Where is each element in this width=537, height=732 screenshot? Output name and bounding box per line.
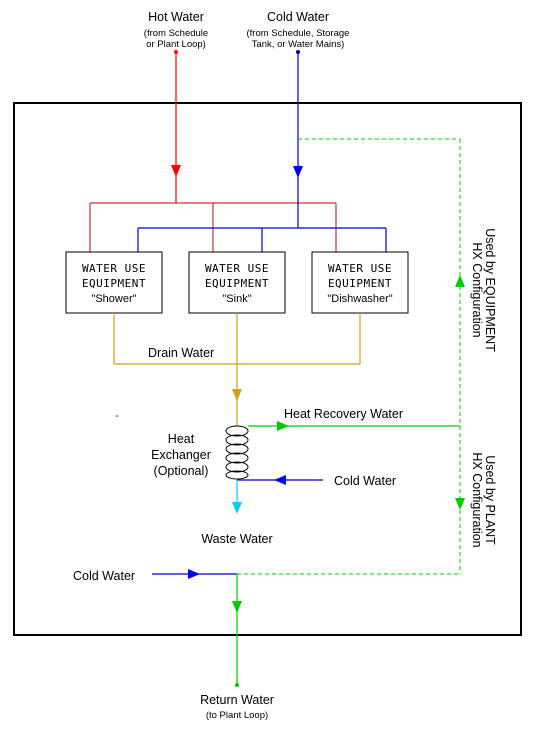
- equipment-hx-arrow-icon: [455, 275, 465, 287]
- drain-water-arrow-icon: [232, 389, 242, 401]
- drain-water-label: Drain Water: [148, 346, 214, 360]
- hot-water-title: Hot Water: [148, 10, 204, 24]
- cold-water-arrow-icon: [293, 166, 303, 178]
- hot-water-source-dot: [174, 50, 178, 54]
- cold-water-piping: [137, 52, 387, 252]
- equipment-hx-label-1: Used by EQUIPMENT: [483, 228, 497, 352]
- equipment-box-sink: [188, 251, 286, 314]
- cold-water-sub1: (from Schedule, Storage: [247, 28, 350, 39]
- waste-water-label: Waste Water: [201, 532, 272, 546]
- stray-dot: [116, 415, 118, 417]
- system-boundary: [13, 102, 522, 636]
- heat-exchanger-label-1: Heat: [168, 432, 195, 446]
- equipment-label-1: WATER USE: [82, 262, 146, 275]
- equipment-label-2: EQUIPMENT: [82, 277, 146, 290]
- return-water-arrow-icon: [232, 601, 242, 613]
- heat-exchanger-label-3: (Optional): [154, 464, 209, 478]
- plant-hx-label-1: Used by PLANT: [483, 455, 497, 545]
- heat-recovery-arrow-icon: [277, 421, 289, 431]
- equipment-label-2: EQUIPMENT: [328, 277, 392, 290]
- hot-water-sub2: or Plant Loop): [146, 39, 206, 50]
- hot-water-piping: [89, 52, 337, 252]
- heat-recovery-water-label: Heat Recovery Water: [284, 407, 403, 421]
- waste-water-arrow-icon: [232, 502, 242, 514]
- heat-exchanger-coil-icon: [225, 425, 249, 480]
- cold-water-title: Cold Water: [267, 10, 329, 24]
- hx-configuration-dashed: [237, 138, 461, 575]
- equipment-name-shower: "Shower": [91, 293, 136, 305]
- equipment-label-1: WATER USE: [205, 262, 269, 275]
- bottom-cold-water-label: Cold Water: [73, 569, 135, 583]
- equipment-name-sink: "Sink": [222, 293, 251, 305]
- cold-water-sub2: Tank, or Water Mains): [252, 39, 345, 50]
- equipment-name-dishwasher: "Dishwasher": [327, 293, 392, 305]
- return-water-dot: [235, 683, 239, 687]
- return-water-label: Return Water: [200, 693, 274, 707]
- equipment-hx-label-2: HX Configuration: [470, 242, 484, 337]
- hot-water-arrow-icon: [171, 165, 181, 177]
- cold-water-source-dot: [296, 50, 300, 54]
- equipment-box-shower: [65, 251, 163, 314]
- equipment-label-1: WATER USE: [328, 262, 392, 275]
- plant-hx-arrow-icon: [455, 498, 465, 510]
- hx-cold-water-label: Cold Water: [334, 474, 396, 488]
- equipment-label-2: EQUIPMENT: [205, 277, 269, 290]
- bottom-cold-water-arrow-icon: [188, 569, 200, 579]
- return-water-sub: (to Plant Loop): [206, 710, 268, 721]
- hot-water-sub1: (from Schedule: [144, 28, 208, 39]
- hx-cold-water-arrow-icon: [274, 475, 286, 485]
- plant-hx-label-2: HX Configuration: [470, 452, 484, 547]
- heat-exchanger-label-2: Exchanger: [151, 448, 211, 462]
